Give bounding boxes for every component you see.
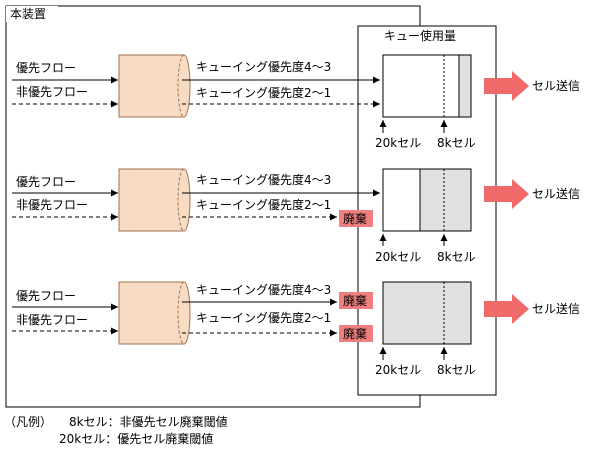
threshold-8k-label: 8kセル [437, 250, 476, 264]
legend: （凡例） 8kセル：非優先セル廃棄閾値 20kセル：優先セル廃棄閾値 [4, 414, 228, 446]
legend-title: （凡例） [4, 415, 52, 429]
threshold-8k-label: 8kセル [437, 136, 476, 150]
queue-bar [382, 168, 472, 232]
queuing-low-label: キューイング優先度2～1 [196, 310, 331, 325]
queue-usage-label: キュー使用量 [384, 28, 456, 43]
send-label: セル送信 [532, 301, 580, 316]
device-label-bg [6, 6, 58, 22]
queue-fill [459, 55, 471, 117]
queue-cylinder [118, 168, 191, 232]
priority-flow-label: 優先フロー [16, 289, 76, 303]
discard-badge: 廃棄 [343, 293, 367, 308]
device-label: 本装置 [10, 7, 46, 21]
nonpriority-flow-label: 非優先フロー [16, 198, 88, 212]
threshold-20k-label: 20kセル [375, 250, 421, 264]
queue-fill [420, 169, 471, 231]
queue-cylinder [118, 54, 191, 118]
send-arrow [484, 71, 529, 101]
threshold-8k-label: 8kセル [437, 363, 476, 377]
send-arrow [484, 179, 529, 209]
legend-line-2: 20kセル：優先セル廃棄閾値 [59, 431, 213, 446]
row-1: 優先フロー 非優先フロー キューイング優先度4～3 キューイング優先度2～1 2… [12, 54, 580, 150]
discard-badge: 廃棄 [343, 211, 367, 226]
discard-badge: 廃棄 [343, 326, 367, 341]
queue-bar [382, 281, 472, 345]
queuing-high-label: キューイング優先度4～3 [196, 282, 331, 297]
queuing-low-label: キューイング優先度2～1 [196, 197, 331, 212]
legend-line-1: 8kセル：非優先セル廃棄閾値 [69, 414, 228, 429]
priority-flow-label: 優先フロー [16, 61, 76, 75]
threshold-20k-label: 20kセル [375, 363, 421, 377]
queuing-high-label: キューイング優先度4～3 [196, 59, 331, 74]
queue-cylinder [118, 281, 191, 345]
send-label: セル送信 [532, 78, 580, 93]
priority-flow-label: 優先フロー [16, 175, 76, 189]
nonpriority-flow-label: 非優先フロー [16, 85, 88, 99]
discard-badge-bg [339, 210, 373, 227]
row-3: 優先フロー 非優先フロー キューイング優先度4～3 廃棄 キューイング優先度2～… [12, 281, 580, 377]
threshold-20k-label: 20kセル [375, 136, 421, 150]
queuing-low-label: キューイング優先度2～1 [196, 85, 331, 100]
row-2: 優先フロー 非優先フロー キューイング優先度4～3 キューイング優先度2～1 廃… [12, 168, 580, 264]
send-label: セル送信 [532, 186, 580, 201]
queuing-high-label: キューイング優先度4～3 [196, 172, 331, 187]
discard-badge-bg [339, 325, 373, 342]
discard-badge-bg [339, 292, 373, 309]
nonpriority-flow-label: 非優先フロー [16, 313, 88, 327]
queue-bar [382, 54, 472, 118]
send-arrow [484, 294, 529, 324]
